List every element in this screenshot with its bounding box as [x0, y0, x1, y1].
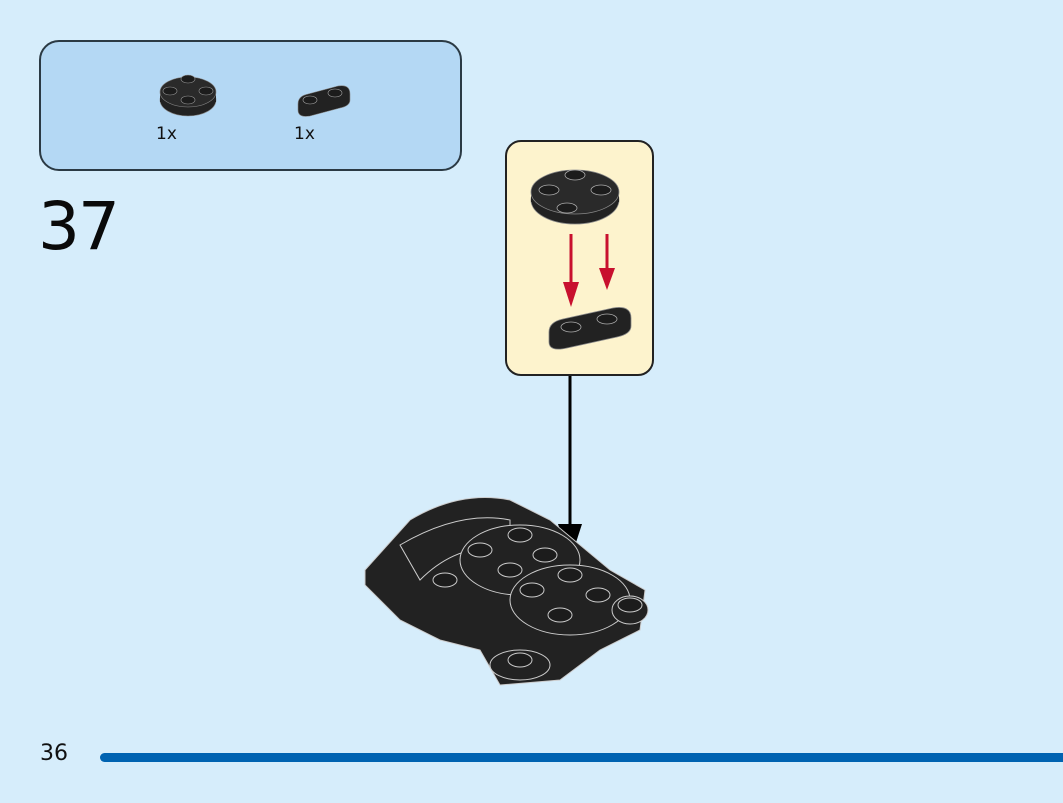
part-quantity: 1x — [156, 124, 177, 144]
part-quantity: 1x — [294, 124, 315, 144]
round-plate-part-image — [159, 74, 217, 117]
plate-1x2-part-image — [297, 85, 351, 117]
step-number: 37 — [38, 188, 120, 265]
page-footer-bar — [100, 753, 1063, 762]
page-number: 36 — [40, 741, 68, 766]
sub-assembly-image — [530, 169, 632, 350]
sub-assembly-callout — [505, 140, 654, 376]
parts-list-box: 1x 1x — [39, 40, 462, 171]
model-assembly-image — [364, 497, 649, 686]
red-arrow-icon — [563, 234, 615, 307]
